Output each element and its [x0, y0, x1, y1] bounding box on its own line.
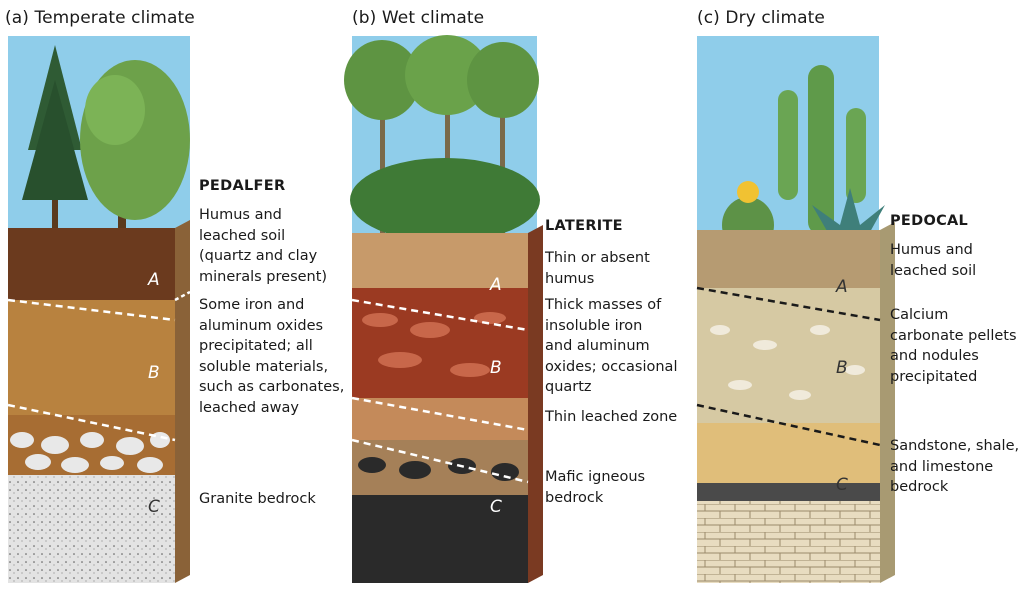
profile-wet: A B C [344, 35, 543, 583]
horizon-letter: A [835, 277, 848, 297]
horizon-description: Some iron and aluminum oxides precipitat… [199, 297, 345, 416]
horizon-description: Sandstone, shale, and limestone bedrock [890, 438, 1020, 495]
horizon-description: Humus and leached soil (quartz and clay … [199, 207, 328, 285]
shale-layer [697, 483, 880, 501]
leached-zone-wet [352, 398, 528, 440]
limestone-layer [697, 501, 880, 583]
horizon-description: Thin or absent humus [545, 250, 650, 287]
horizon-description: Thick masses of insoluble iron and alumi… [545, 297, 678, 395]
horizon-description: Humus and leached soil [890, 242, 977, 279]
horizon-a-temperate [8, 228, 175, 300]
horizon-description: Mafic igneous bedrock [545, 469, 646, 506]
deciduous-tree-icon [80, 60, 190, 240]
cactus-icon [778, 65, 866, 235]
horizon-description: Calcium carbonate pellets and nodules pr… [890, 307, 1017, 385]
horizon-letter: B [490, 358, 502, 378]
horizon-description: Thin leached zone [545, 409, 678, 425]
horizon-letter: B [148, 363, 160, 383]
profile-dry: A B C [696, 36, 895, 583]
horizon-letter: A [489, 275, 502, 295]
horizon-b-temperate [8, 300, 175, 415]
conifer-tree-icon [22, 45, 88, 240]
horizon-c-wet [352, 495, 528, 583]
horizon-a-wet [352, 233, 528, 288]
horizon-letter: C [148, 497, 160, 517]
soil-type-label: PEDALFER [199, 178, 286, 194]
profile-temperate: A B C [7, 36, 191, 583]
horizon-letter: C [836, 475, 848, 495]
horizon-letter: B [836, 358, 848, 378]
horizon-letter: C [490, 497, 502, 517]
horizon-description: Granite bedrock [199, 491, 316, 507]
sandstone-layer [697, 423, 880, 483]
horizon-letter: A [147, 270, 160, 290]
horizon-a-dry [697, 230, 880, 288]
horizon-b-wet [352, 288, 528, 398]
rainforest-trees-icon [344, 35, 540, 242]
panel-title-wet: (b) Wet climate [352, 8, 485, 28]
horizon-b-dry [697, 288, 880, 423]
panel-title-temperate: (a) Temperate climate [5, 8, 195, 28]
horizon-c-temperate [8, 475, 175, 583]
panel-title-dry: (c) Dry climate [697, 8, 825, 28]
soil-type-label: LATERITE [545, 218, 623, 234]
soil-type-label: PEDOCAL [890, 213, 969, 229]
